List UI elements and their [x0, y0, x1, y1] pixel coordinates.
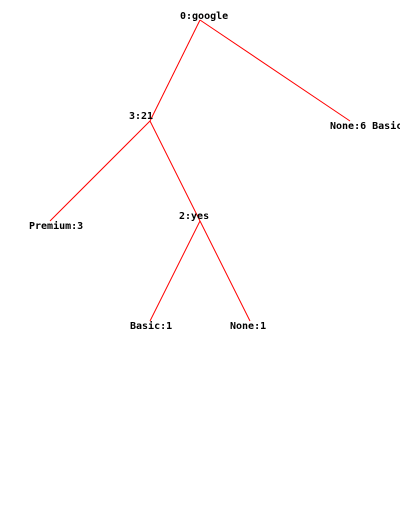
node-3-21-label: 3:21 [129, 111, 153, 122]
edge-3-21-to-premium-3 [49, 120, 151, 222]
edge-3-21-to-2-yes [149, 120, 201, 222]
tree-node-labels: 0:google 3:21 None:6 Basic Premium:3 2:y… [29, 11, 400, 332]
leaf-none-1-label: None:1 [230, 321, 266, 332]
node-root-label: 0:google [180, 11, 228, 22]
node-2-yes-label: 2:yes [179, 211, 209, 222]
edge-root-to-none-6-basic [199, 19, 351, 122]
leaf-basic-1-label: Basic:1 [130, 320, 172, 332]
leaf-premium-3-label: Premium:3 [29, 220, 83, 232]
tree-edges [49, 19, 351, 322]
edge-root-to-3-21 [149, 19, 201, 122]
edge-2-yes-to-none-1 [199, 220, 251, 322]
leaf-none-6-basic-label: None:6 Basic [330, 120, 400, 132]
edge-2-yes-to-basic-1 [149, 220, 201, 322]
